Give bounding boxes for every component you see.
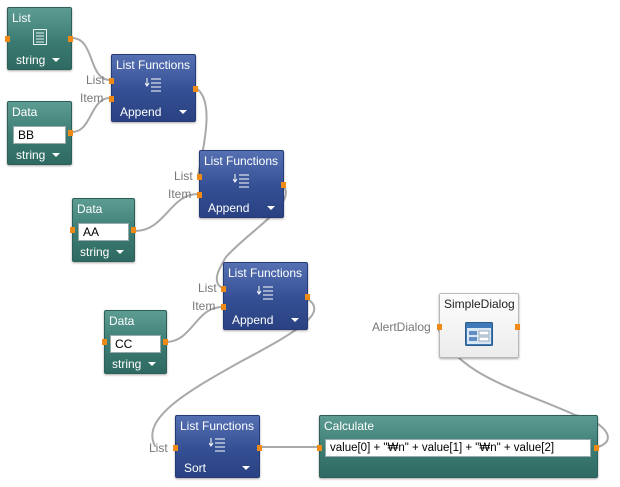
list-input-label: List bbox=[174, 169, 193, 183]
list-function-icon bbox=[232, 173, 251, 195]
item-input-label: Item bbox=[168, 187, 192, 201]
chevron-down-icon bbox=[52, 57, 61, 62]
dialog-icon bbox=[465, 322, 493, 351]
chevron-down-icon bbox=[148, 361, 157, 366]
list-function-icon bbox=[256, 285, 275, 307]
data-value-field[interactable]: AA bbox=[78, 223, 129, 241]
operation-label: Append bbox=[208, 201, 250, 215]
calculate-output-port[interactable] bbox=[594, 445, 599, 451]
chevron-down-icon bbox=[52, 152, 61, 157]
data-value-field[interactable]: BB bbox=[13, 126, 66, 144]
wire-bb-to-append1 bbox=[71, 97, 111, 133]
data-node-aa[interactable]: Data AA string bbox=[70, 198, 136, 262]
list-input-label: List bbox=[86, 73, 105, 87]
operation-dropdown[interactable]: Append bbox=[208, 201, 276, 215]
data-left-port[interactable] bbox=[70, 227, 75, 233]
data-node-title: Data bbox=[77, 202, 103, 216]
wire-append3-to-sort bbox=[151, 297, 316, 447]
operation-label: Append bbox=[232, 313, 274, 327]
list-input-port[interactable] bbox=[173, 445, 178, 451]
alert-dialog-input-label: AlertDialog bbox=[372, 320, 431, 334]
item-input-label: Item bbox=[192, 299, 216, 313]
output-port[interactable] bbox=[257, 445, 262, 451]
wire-list-to-append1 bbox=[71, 37, 111, 81]
list-input-label: List bbox=[198, 281, 217, 295]
alert-dialog-input-port[interactable] bbox=[437, 324, 442, 330]
list-function-icon bbox=[208, 437, 227, 459]
output-port[interactable] bbox=[193, 86, 198, 92]
chevron-down-icon bbox=[116, 249, 125, 254]
data-node-title: Data bbox=[12, 105, 38, 119]
item-input-port[interactable] bbox=[109, 96, 114, 102]
calculate-node[interactable]: Calculate value[0] + "₩n" + value[1] + "… bbox=[317, 415, 599, 478]
calculate-node-title: Calculate bbox=[324, 419, 375, 433]
data-type-dropdown[interactable]: string bbox=[112, 357, 157, 371]
wire-aa-to-append2 bbox=[134, 193, 199, 232]
data-type-label: string bbox=[80, 245, 110, 259]
list-input-port[interactable] bbox=[221, 286, 226, 292]
node-title: List Functions bbox=[116, 58, 191, 72]
item-input-port[interactable] bbox=[221, 304, 226, 310]
data-output-port[interactable] bbox=[68, 130, 73, 136]
data-value-field[interactable]: CC bbox=[110, 335, 161, 353]
data-left-port[interactable] bbox=[102, 339, 107, 345]
list-type-label: string bbox=[16, 53, 46, 67]
wire-cc-to-append3 bbox=[165, 306, 223, 343]
data-output-port[interactable] bbox=[131, 227, 136, 233]
chevron-down-icon bbox=[267, 205, 276, 210]
data-output-port[interactable] bbox=[163, 339, 168, 345]
list-left-port[interactable] bbox=[5, 36, 10, 42]
node-title: List Functions bbox=[204, 154, 279, 168]
data-node-bb[interactable]: Data BB string bbox=[7, 101, 73, 165]
list-output-port[interactable] bbox=[68, 36, 73, 42]
list-input-label: List bbox=[149, 441, 168, 455]
calculate-input-port[interactable] bbox=[317, 445, 322, 451]
list-input-port[interactable] bbox=[109, 78, 114, 84]
list-type-dropdown[interactable]: string bbox=[16, 53, 61, 67]
item-input-label: Item bbox=[80, 91, 104, 105]
operation-label: Sort bbox=[184, 461, 207, 475]
expression-field[interactable]: value[0] + "₩n" + value[1] + "₩n" + valu… bbox=[325, 439, 591, 457]
dialog-output-port[interactable] bbox=[515, 324, 520, 330]
chevron-down-icon bbox=[179, 109, 188, 114]
data-node-cc[interactable]: Data CC string bbox=[102, 310, 168, 374]
simple-dialog-node[interactable]: SimpleDialog bbox=[437, 293, 520, 358]
chevron-down-icon bbox=[291, 317, 300, 322]
node-title: List Functions bbox=[180, 419, 255, 433]
data-type-dropdown[interactable]: string bbox=[16, 148, 61, 162]
list-functions-sort[interactable]: List Functions Sort bbox=[173, 415, 262, 478]
dialog-node-title: SimpleDialog bbox=[444, 297, 515, 311]
list-function-icon bbox=[144, 77, 163, 99]
list-icon bbox=[33, 29, 47, 50]
list-node-title: List bbox=[12, 11, 31, 25]
data-type-label: string bbox=[112, 357, 142, 371]
operation-dropdown[interactable]: Sort bbox=[184, 461, 251, 475]
output-port[interactable] bbox=[281, 182, 286, 188]
item-input-port[interactable] bbox=[197, 192, 202, 198]
operation-dropdown[interactable]: Append bbox=[120, 105, 188, 119]
list-functions-append-1[interactable]: List Functions Append bbox=[109, 54, 198, 122]
list-input-port[interactable] bbox=[197, 174, 202, 180]
list-functions-append-3[interactable]: List Functions Append bbox=[221, 262, 310, 330]
data-type-dropdown[interactable]: string bbox=[80, 245, 125, 259]
list-node[interactable]: List string bbox=[5, 7, 73, 70]
list-functions-append-2[interactable]: List Functions Append bbox=[197, 150, 286, 218]
node-title: List Functions bbox=[228, 266, 303, 280]
operation-dropdown[interactable]: Append bbox=[232, 313, 300, 327]
output-port[interactable] bbox=[305, 294, 310, 300]
chevron-down-icon bbox=[242, 465, 251, 470]
data-type-label: string bbox=[16, 148, 46, 162]
operation-label: Append bbox=[120, 105, 162, 119]
data-node-title: Data bbox=[109, 314, 135, 328]
